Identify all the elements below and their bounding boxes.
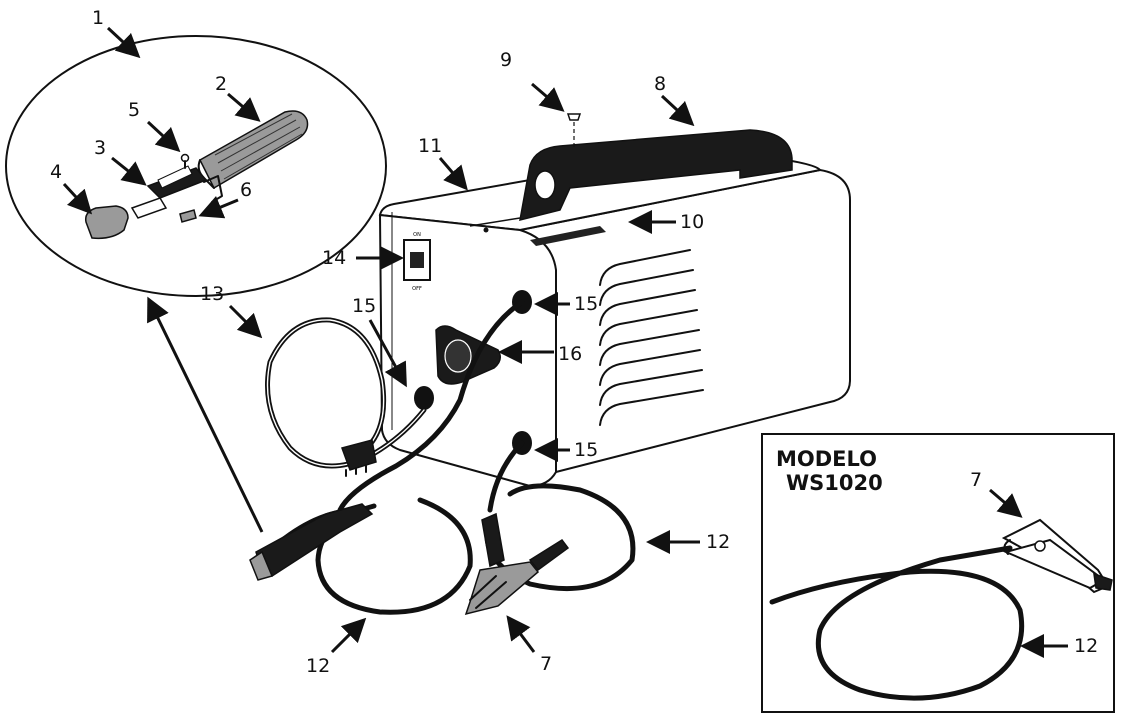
- holder-screw: [180, 153, 190, 169]
- callout-7: 7: [540, 653, 552, 675]
- callout-14: 14: [322, 247, 346, 269]
- power-cord: [265, 317, 427, 477]
- holder-insulator: [179, 209, 197, 223]
- callout-12-right: 12: [706, 531, 730, 553]
- callout-15-left: 15: [352, 295, 376, 317]
- carry-handle: [519, 129, 793, 222]
- svg-text:ON: ON: [413, 232, 421, 238]
- callout-15-lower: 15: [574, 439, 598, 461]
- electrode-cable: [249, 299, 525, 615]
- detail-oval: [5, 35, 387, 297]
- inset-title-line1: MODELO: [776, 447, 877, 471]
- inset-ground-clamp: [1001, 518, 1113, 594]
- leader-holder-to-detail: [147, 296, 264, 533]
- side-vents: [599, 249, 704, 426]
- top-slot: [530, 226, 606, 246]
- holder-jaws: [130, 165, 208, 219]
- electrode-holder-detail: [5, 35, 387, 297]
- power-switch: ON OFF: [403, 232, 431, 292]
- callout-1: 1: [92, 7, 104, 29]
- inset-cable: [769, 545, 1025, 701]
- current-knob: [435, 325, 501, 385]
- callout-5: 5: [128, 99, 140, 121]
- callout-11: 11: [418, 135, 442, 157]
- inset-callout-7: 7: [970, 469, 982, 491]
- welder-unit: ON OFF: [378, 113, 851, 488]
- callout-10: 10: [680, 211, 704, 233]
- callout-8: 8: [654, 73, 666, 95]
- svg-text:OFF: OFF: [412, 286, 422, 292]
- handle-screw: [566, 113, 582, 150]
- model-inset: MODELO WS1020 7 12: [761, 433, 1115, 713]
- callout-9: 9: [500, 49, 512, 71]
- ground-cable: [464, 440, 636, 616]
- callout-12-left: 12: [306, 655, 330, 677]
- callout-15-upper: 15: [574, 293, 598, 315]
- inset-title-line2: WS1020: [786, 471, 883, 495]
- inset-callout-12: 12: [1074, 635, 1098, 657]
- callouts: 1 2 3 4 5 6 9 8 11 10 14 13 15 15 16 15: [50, 7, 730, 677]
- holder-cap: [84, 205, 129, 240]
- callout-2: 2: [215, 73, 227, 95]
- callout-4: 4: [50, 161, 62, 183]
- callout-6: 6: [240, 179, 252, 201]
- callout-3: 3: [94, 137, 106, 159]
- callout-16: 16: [558, 343, 582, 365]
- socket-left: [414, 386, 434, 410]
- callout-13: 13: [200, 283, 224, 305]
